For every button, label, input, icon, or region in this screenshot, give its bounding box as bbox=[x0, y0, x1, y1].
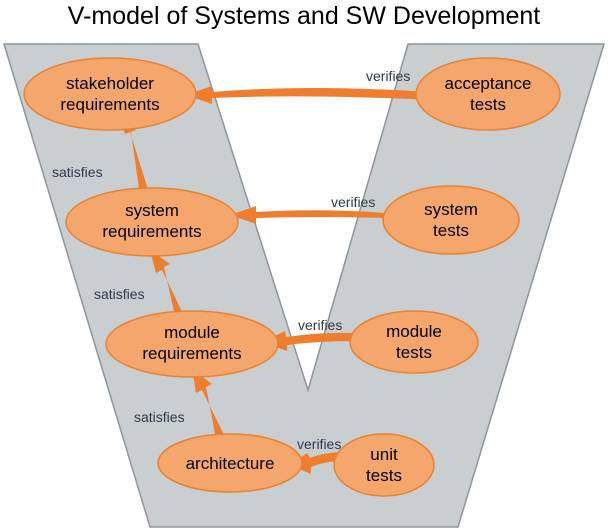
verifies-label-4: verifies bbox=[297, 436, 341, 452]
node-architecture: architecture bbox=[157, 433, 303, 493]
node-label-line1: architecture bbox=[186, 454, 275, 473]
node-label-line2: tests bbox=[396, 343, 432, 362]
satisfies-label-3: satisfies bbox=[134, 409, 185, 425]
satisfies-arrow-3 bbox=[192, 369, 225, 439]
node-label-line2: requirements bbox=[60, 95, 159, 114]
node-label-line1: stakeholder bbox=[66, 74, 154, 93]
node-label-line1: unit bbox=[370, 445, 398, 464]
verifies-label-2: verifies bbox=[331, 194, 375, 210]
verifies-arrow-3 bbox=[262, 331, 354, 351]
node-label-line1: module bbox=[164, 323, 220, 342]
satisfies-label-1: satisfies bbox=[52, 164, 103, 180]
node-label-line2: tests bbox=[433, 221, 469, 240]
node-system-tests: system tests bbox=[382, 185, 520, 255]
node-label-line2: tests bbox=[366, 466, 402, 485]
node-system-requirements: system requirements bbox=[65, 187, 239, 257]
node-label-line1: system bbox=[125, 201, 179, 220]
satisfies-label-2: satisfies bbox=[94, 286, 145, 302]
v-shape-background bbox=[2, 43, 606, 528]
node-label-line1: system bbox=[424, 200, 478, 219]
node-label-line1: module bbox=[386, 322, 442, 341]
node-module-tests: module tests bbox=[349, 310, 479, 374]
satisfies-arrow-2 bbox=[150, 250, 185, 320]
node-stakeholder-requirements: stakeholder requirements bbox=[23, 57, 197, 131]
verifies-label-3: verifies bbox=[298, 317, 342, 333]
node-label-line1: acceptance bbox=[445, 74, 532, 93]
verifies-arrow-4 bbox=[290, 452, 342, 474]
diagram-title: V-model of Systems and SW Development bbox=[68, 2, 540, 30]
node-label-line2: requirements bbox=[102, 222, 201, 241]
node-module-requirements: module requirements bbox=[105, 310, 279, 378]
satisfies-arrow-1 bbox=[118, 114, 150, 196]
node-label-line2: tests bbox=[470, 95, 506, 114]
verifies-label-1: verifies bbox=[366, 68, 410, 84]
verifies-arrow-1 bbox=[186, 86, 430, 104]
node-acceptance-tests: acceptance tests bbox=[415, 57, 561, 131]
verifies-arrow-2 bbox=[230, 206, 387, 224]
node-unit-tests: unit tests bbox=[333, 433, 435, 497]
node-label-line2: requirements bbox=[142, 344, 241, 363]
